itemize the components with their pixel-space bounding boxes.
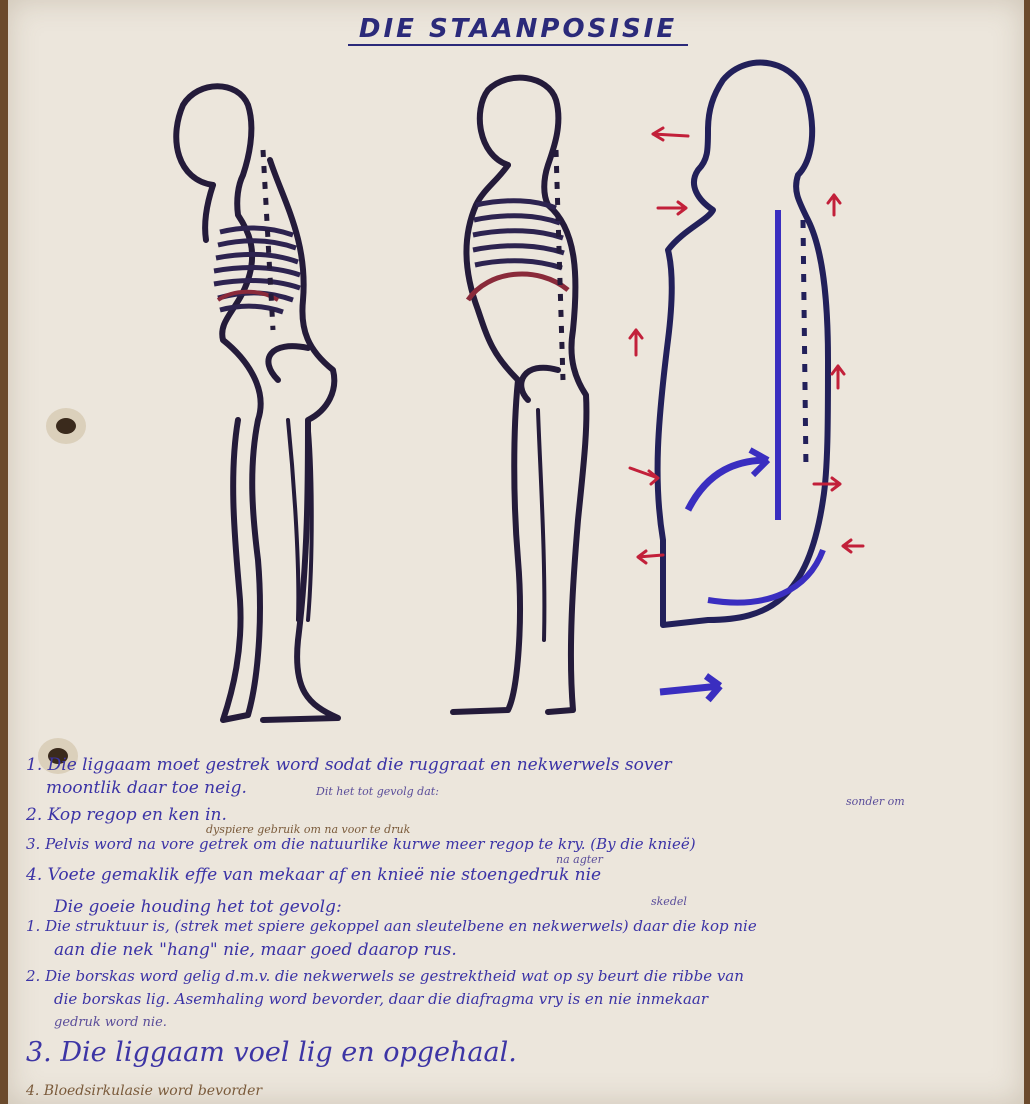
figure-force-diagram <box>658 63 828 625</box>
figure-slouched-ribs <box>214 228 300 312</box>
note-result-1a: 1. Die struktuur is, (strek met spiere g… <box>26 917 757 935</box>
figure-slouched-posture <box>176 86 338 720</box>
corrected-spine <box>556 150 563 380</box>
note-result-4: 4. Bloedsirkulasie word bevorder <box>26 1083 262 1099</box>
figure-corrected-posture <box>453 78 586 712</box>
notebook-page: DIE STAANPOSISIE <box>8 0 1024 1104</box>
corrected-diaphragm <box>468 274 568 300</box>
note-annotation-2: Dit het tot gevolg dat: <box>316 785 439 798</box>
forward-arrow <box>660 676 720 700</box>
force-spine <box>803 220 806 470</box>
note-item-3: 3. Pelvis word na vore getrek om die nat… <box>26 835 696 853</box>
note-result-3: 3. Die liggaam voel lig en opgehaal. <box>26 1037 517 1068</box>
note-result-2b: die borskas lig. Asemhaling word bevorde… <box>54 990 708 1008</box>
posture-drawings <box>8 0 1024 745</box>
pelvis-arrow-path <box>688 460 768 510</box>
note-item-4: 4. Voete gemaklik effe van mekaar af en … <box>26 865 601 885</box>
note-result-1b: aan die nek "hang" nie, maar goed daarop… <box>54 940 457 960</box>
note-annotation-skedel: skedel <box>651 895 687 908</box>
note-item-1a: 1. Die liggaam moet gestrek word sodat d… <box>26 755 672 775</box>
note-item-1b: moontlik daar toe neig. <box>46 778 247 798</box>
note-heading: Die goeie houding het tot gevolg: <box>54 897 342 917</box>
note-result-2c: gedruk word nie. <box>54 1015 167 1030</box>
note-annotation-2-right: sonder om <box>846 795 905 808</box>
note-item-2: 2. Kop regop en ken in. <box>26 805 227 825</box>
note-result-2a: 2. Die borskas word gelig d.m.v. die nek… <box>26 967 744 985</box>
